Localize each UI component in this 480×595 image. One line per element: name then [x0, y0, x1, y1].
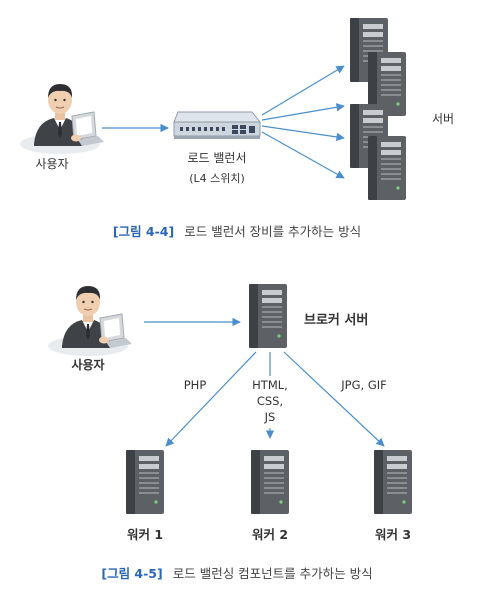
arrow-lb-to-server-3 — [261, 125, 345, 142]
caption-text: 로드 밸런서 장비를 추가하는 방식 — [184, 224, 361, 239]
broker-server-icon — [249, 284, 287, 348]
edge-label-jpg: JPG, GIF — [340, 378, 386, 392]
user-label: 사용자 — [35, 157, 68, 171]
arrow-lb-to-server-4 — [261, 131, 345, 179]
edge-label-php: PHP — [184, 378, 207, 392]
worker-label-3: 워커 3 — [375, 527, 411, 542]
worker-server-icon-2 — [251, 450, 289, 514]
caption-4-4: [그림 4-4] 로드 밸런서 장비를 추가하는 방식 — [113, 224, 361, 239]
server-icon-4 — [368, 136, 406, 200]
arrow-broker-to-worker-3 — [283, 351, 385, 447]
user-icon — [47, 285, 133, 357]
arrow-lb-to-server-2 — [261, 103, 345, 121]
user-icon — [19, 83, 105, 155]
worker-server-icon-3 — [374, 450, 412, 514]
arrow-broker-to-worker-1 — [165, 351, 257, 447]
arrow-lb-to-server-1 — [261, 65, 345, 116]
caption-4-5: [그림 4-5] 로드 밸런싱 컴포넌트를 추가하는 방식 — [101, 566, 372, 581]
worker-label-1: 워커 1 — [127, 527, 163, 542]
figure-4-5: 사용자 브로커 서버 PHP HTML, CSS, JS JPG, GIF 워커… — [47, 284, 412, 581]
load-balancer-icon — [173, 111, 261, 140]
edge-label-html-1: HTML, — [252, 378, 288, 392]
broker-label: 브로커 서버 — [304, 312, 368, 328]
caption-prefix: [그림 4-5] — [101, 566, 162, 581]
worker-server-icon-1 — [126, 450, 164, 514]
server-label: 서버 — [432, 112, 454, 126]
figure-4-4: 사용자 로드 밸런서 (L4 스위치) 서버 [그림 4-4] 로드 밸런서 장… — [19, 18, 454, 239]
caption-prefix: [그림 4-4] — [113, 224, 174, 239]
edge-label-html-2: CSS, — [257, 394, 283, 408]
caption-text: 로드 밸런싱 컴포넌트를 추가하는 방식 — [173, 566, 373, 581]
worker-label-2: 워커 2 — [252, 527, 288, 542]
edge-label-html-3: JS — [264, 410, 276, 424]
load-balancer-sublabel: (L4 스위치) — [189, 172, 245, 185]
user-label: 사용자 — [71, 357, 104, 372]
load-balancer-label: 로드 밸런서 — [187, 151, 246, 165]
